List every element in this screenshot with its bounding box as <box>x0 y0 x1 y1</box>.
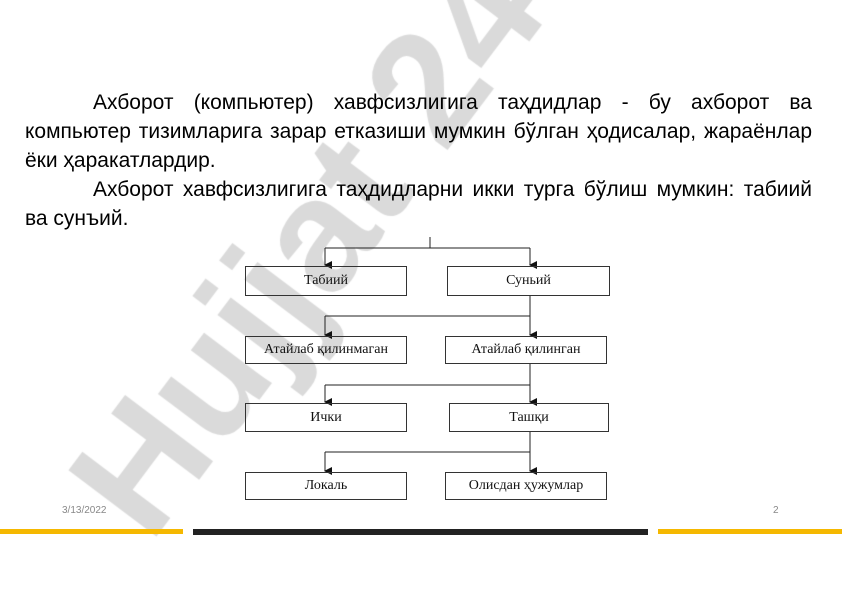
slide-date: 3/13/2022 <box>62 505 107 516</box>
node-remote-attacks: Олисдан ҳужумлар <box>445 472 607 500</box>
footer-bar-center <box>193 529 648 535</box>
node-intentional: Атайлаб қилинган <box>445 336 607 364</box>
node-unintentional: Атайлаб қилинмаган <box>245 336 407 364</box>
slide-number: 2 <box>773 505 779 516</box>
node-artificial: Суньий <box>447 266 610 296</box>
node-local: Локаль <box>245 472 407 500</box>
node-external: Ташқи <box>449 403 609 432</box>
footer-bar-left <box>0 529 183 534</box>
footer-bar-right <box>658 529 842 534</box>
node-internal: Ички <box>245 403 407 432</box>
node-natural: Табиий <box>245 266 407 296</box>
